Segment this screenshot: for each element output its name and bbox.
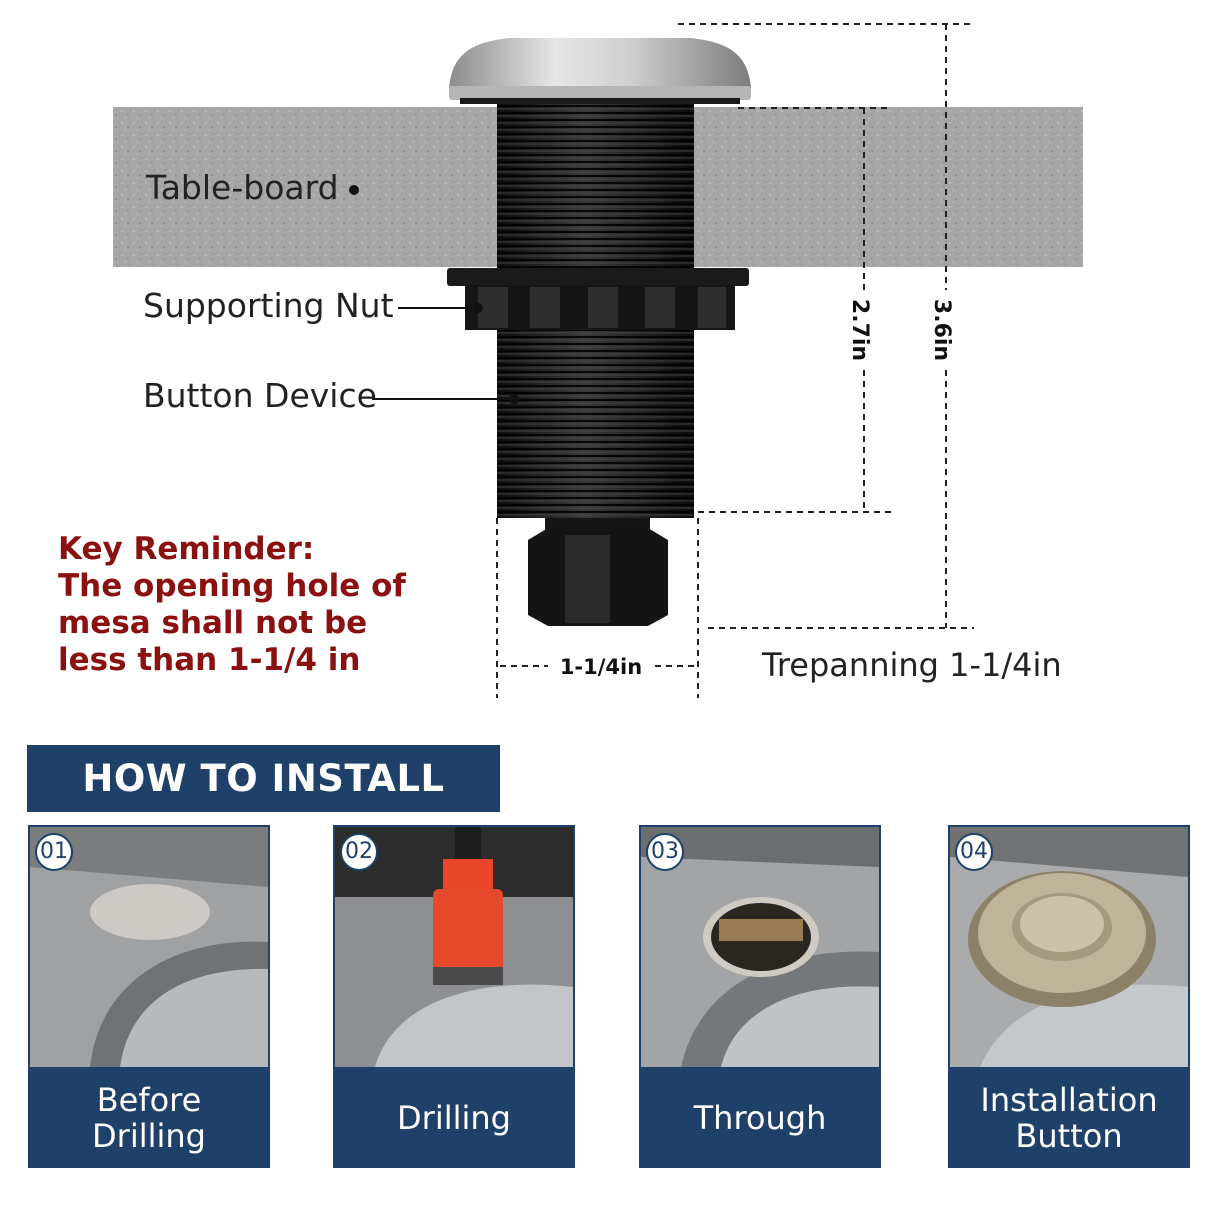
label-supporting-nut: Supporting Nut	[143, 286, 394, 325]
key-reminder: Key Reminder: The opening hole of mesa s…	[58, 531, 458, 679]
install-step-02: 02 Drilling	[333, 825, 575, 1168]
step-label: Installation Button	[980, 1080, 1158, 1155]
install-step-04: 04 Installation Button	[948, 825, 1190, 1168]
step-number-badge: 04	[955, 833, 993, 871]
install-title: HOW TO INSTALL	[27, 745, 500, 812]
install-step-01: 01 Before Drilling	[28, 825, 270, 1168]
supporting-nut	[447, 268, 749, 286]
button-cap	[449, 38, 751, 88]
reminder-line: Key Reminder:	[58, 531, 315, 567]
reminder-line: mesa shall not be	[58, 605, 368, 641]
photo-before-drilling	[30, 827, 268, 1067]
install-step-03: 03 Through	[639, 825, 881, 1168]
dimension-width: 1-1/4in	[560, 655, 642, 679]
step-number-badge: 02	[340, 833, 378, 871]
step-label: Before Drilling	[92, 1080, 206, 1155]
step-number-badge: 03	[646, 833, 684, 871]
step-label: Drilling	[397, 1098, 511, 1137]
dimension-height-short: 2.7in	[847, 299, 872, 361]
label-table-board: Table-board	[146, 168, 339, 207]
step-label: Through	[693, 1098, 827, 1137]
reminder-line: less than 1-1/4 in	[58, 642, 361, 678]
photo-drilling	[335, 827, 573, 1067]
label-button-device: Button Device	[143, 376, 377, 415]
label-trepanning: Trepanning 1-1/4in	[762, 646, 1062, 684]
photo-through	[641, 827, 879, 1067]
reminder-line: The opening hole of	[58, 568, 406, 604]
dimension-height-total: 3.6in	[929, 299, 954, 361]
diagram-drawing: 2.7in 3.6in 1-1/4in	[113, 23, 1083, 698]
step-number-badge: 01	[35, 833, 73, 871]
product-diagram: 2.7in 3.6in 1-1/4in Table-board Supporti…	[58, 23, 1083, 698]
photo-installation-button	[950, 827, 1188, 1067]
